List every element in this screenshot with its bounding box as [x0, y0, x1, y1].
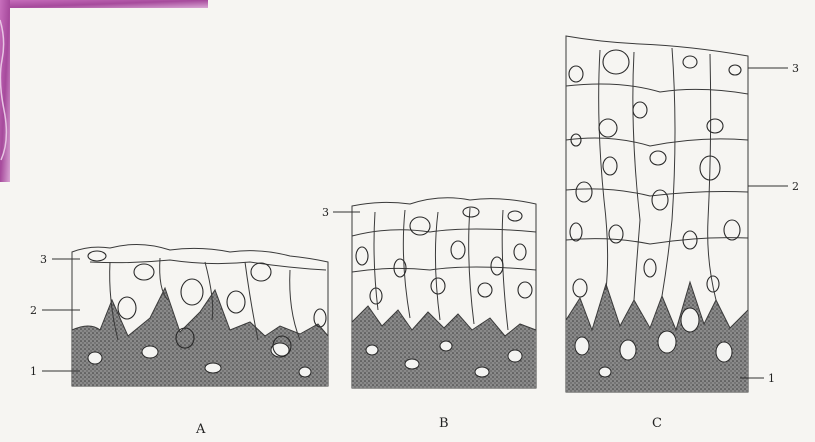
panel-b-callout-3: 3: [322, 206, 329, 219]
panel-a: [42, 244, 328, 386]
panel-b: [333, 198, 536, 388]
panel-a-callout-3: 3: [40, 253, 47, 266]
panel-b-letter: B: [439, 416, 449, 431]
corner-tissue-image: [0, 0, 208, 182]
panel-a-callout-1: 1: [30, 365, 37, 378]
panel-a-letter: A: [195, 422, 206, 437]
panel-c-callout-2: 2: [792, 180, 799, 193]
panel-c-callout-3: 3: [792, 62, 799, 75]
panel-a-callout-2: 2: [30, 304, 37, 317]
panel-c-letter: C: [652, 416, 662, 431]
panel-c-callout-1: 1: [768, 372, 775, 385]
panel-c: [566, 36, 788, 392]
